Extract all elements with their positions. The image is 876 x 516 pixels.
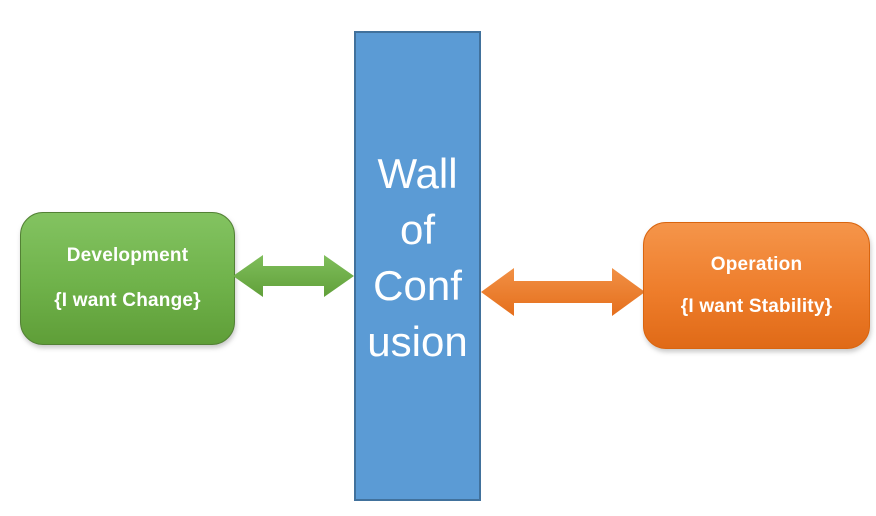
wall-text-line: Conf: [373, 262, 462, 309]
operation-box: Operation {I want Stability}: [643, 222, 870, 349]
wall-text-line: Wall: [377, 150, 458, 197]
operation-title: Operation: [710, 253, 803, 275]
development-box: Development {I want Change}: [20, 212, 235, 345]
development-wall-double-arrow-icon: [233, 255, 354, 297]
wall-of-confusion: Wall of Conf usion: [354, 31, 481, 501]
wall-operation-double-arrow-icon: [481, 268, 645, 316]
development-title: Development: [66, 245, 189, 266]
wall-text-line: of: [399, 206, 436, 253]
wall-text-line: usion: [367, 318, 468, 365]
development-subtitle: {I want Change}: [54, 290, 201, 311]
operation-subtitle: {I want Stability}: [680, 295, 833, 317]
